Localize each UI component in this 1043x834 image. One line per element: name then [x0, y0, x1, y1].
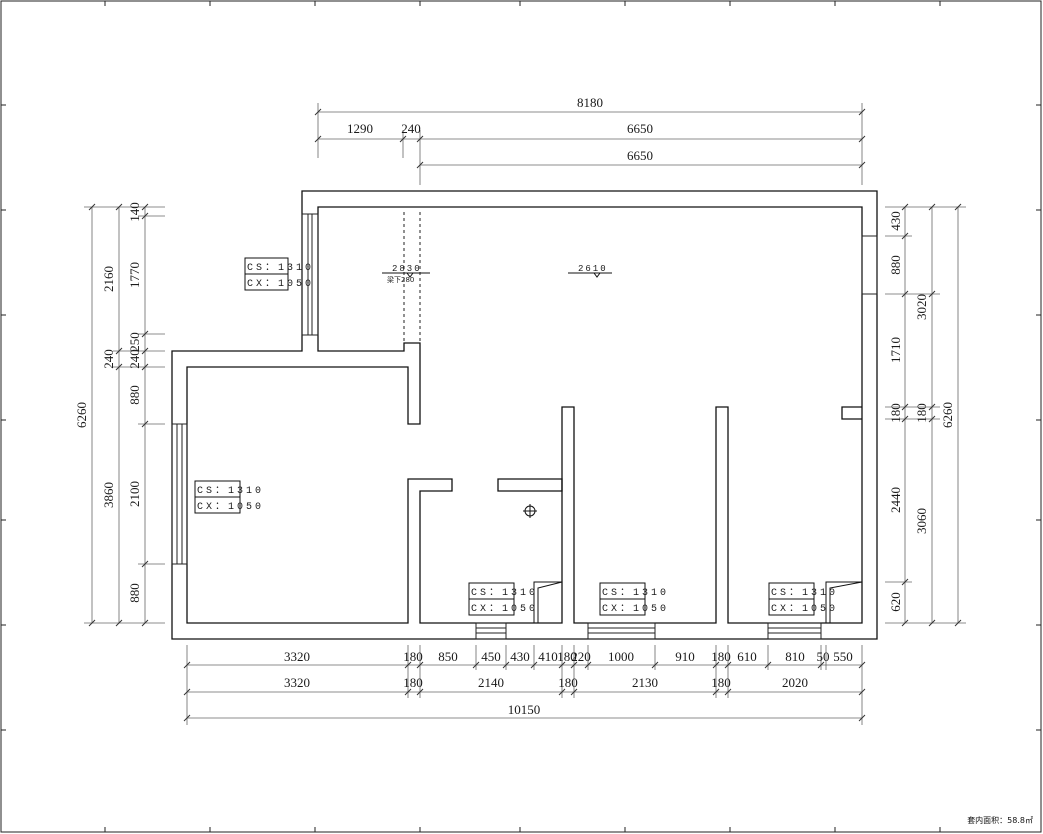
- level-mark-a: 2830 梁下280: [382, 264, 430, 284]
- window-bottom-1: [475, 622, 507, 640]
- right-dimensions: 430 880 1710 180 2440 620 3020 180 3060 …: [885, 203, 966, 627]
- bottom-dim-r1-14: 550: [833, 649, 853, 664]
- beam-lines: [403, 212, 421, 343]
- left-dim-inner-6: 880: [127, 583, 142, 603]
- window-bottom-2: [587, 622, 656, 640]
- shaft-marks: [533, 581, 863, 623]
- bottom-dim-r1-9: 910: [675, 649, 695, 664]
- window-tag-3-cs: CS：1310: [471, 588, 538, 599]
- bottom-dim-overall: 10150: [508, 702, 541, 717]
- bottom-dim-r1-8: 1000: [608, 649, 634, 664]
- area-label: 套内面积：58.8㎡: [967, 816, 1033, 825]
- right-dim-inner-1: 880: [888, 255, 903, 275]
- bottom-dim-r2-0: 3320: [284, 675, 310, 690]
- bottom-dim-r1-1: 180: [403, 649, 423, 664]
- left-dim-inner-4: 880: [127, 385, 142, 405]
- bottom-dim-r2-6: 2020: [782, 675, 808, 690]
- right-dim-inner-5: 620: [888, 592, 903, 612]
- window-tag-2-cx: CX：1050: [197, 502, 264, 513]
- bottom-dim-r1-4: 430: [510, 649, 530, 664]
- bottom-dim-r1-5: 410: [538, 649, 558, 664]
- bottom-dim-r2-2: 2140: [478, 675, 504, 690]
- outer-wall: [171, 190, 878, 640]
- bottom-dim-r1-11: 610: [737, 649, 757, 664]
- left-dim-inner-3: 240: [127, 349, 142, 369]
- right-wall-notch: [841, 406, 862, 420]
- level-mark-a-value: 2830: [392, 264, 422, 274]
- window-tag-5-cx: CX：1050: [771, 604, 838, 615]
- top-dim-seg1: 1290: [347, 121, 373, 136]
- right-dim-inner-3: 180: [888, 403, 903, 423]
- left-dim-inner-1: 1770: [127, 262, 142, 288]
- bottom-dim-r1-0: 3320: [284, 649, 310, 664]
- window-tag-3: CS：1310 CX：1050: [468, 582, 538, 616]
- windows: [171, 213, 822, 640]
- left-dimensions: 6260 2160 240 3860 140 1770 250 240 880 …: [74, 202, 165, 627]
- bottom-dim-r2-4: 2130: [632, 675, 658, 690]
- top-dim-seg2: 240: [401, 121, 421, 136]
- window-tag-4: CS：1310 CX：1050: [599, 582, 669, 616]
- left-dim-inner-0: 140: [127, 202, 142, 222]
- left-dim-inner-2: 250: [127, 332, 142, 352]
- window-tag-4-cs: CS：1310: [602, 588, 669, 599]
- inner-wall-upper: [186, 206, 863, 624]
- window-right: [861, 235, 878, 295]
- left-dim-inner-5: 2100: [127, 481, 142, 507]
- level-mark-a-sub: 梁下280: [387, 275, 414, 284]
- top-dim-overall: 8180: [577, 95, 603, 110]
- left-dim-overall: 6260: [74, 402, 89, 428]
- window-tag-4-cx: CX：1050: [602, 604, 669, 615]
- bottom-dim-r1-6: 180: [557, 649, 577, 664]
- left-dim-mid: 240: [101, 349, 116, 369]
- bottom-dimensions: 3320 180 850 450 430 410 180 220 1000 91…: [183, 645, 866, 725]
- window-tag-3-cx: CX：1050: [471, 604, 538, 615]
- window-tag-1-cx: CX：1050: [247, 279, 314, 290]
- top-dimensions: 8180 1290 240 6650 6650: [314, 95, 866, 185]
- bottom-dim-r2-3: 180: [558, 675, 578, 690]
- right-dim-upper: 3020: [914, 294, 929, 320]
- window-tag-5: CS：1310 CX：1050: [768, 582, 838, 616]
- window-living: [171, 423, 188, 565]
- bottom-dim-r1-7: 220: [571, 649, 591, 664]
- right-dim-lower: 3060: [914, 508, 929, 534]
- right-dim-mid: 180: [914, 403, 929, 423]
- partition-stub: [497, 478, 563, 492]
- bottom-dim-r1-2: 850: [438, 649, 458, 664]
- window-tag-2: CS：1310 CX：1050: [194, 480, 264, 514]
- bottom-dim-r1-3: 450: [481, 649, 501, 664]
- bottom-dim-r2-5: 180: [711, 675, 731, 690]
- bottom-dim-r1-12: 810: [785, 649, 805, 664]
- window-tag-1: CS：1310 CX：1050: [244, 257, 314, 291]
- right-dim-inner-2: 1710: [888, 337, 903, 363]
- window-tag-5-cs: CS：1310: [771, 588, 838, 599]
- right-dim-overall: 6260: [940, 402, 955, 428]
- left-dim-upper: 2160: [101, 266, 116, 292]
- window-tag-1-cs: CS：1310: [247, 263, 314, 274]
- right-dim-inner-4: 2440: [888, 487, 903, 513]
- window-bottom-3: [767, 622, 822, 640]
- window-tag-2-cs: CS：1310: [197, 486, 264, 497]
- top-dim-row3: 6650: [627, 148, 653, 163]
- level-mark-b: 2610: [568, 264, 612, 278]
- window-balcony: [301, 213, 319, 336]
- level-mark-b-value: 2610: [578, 264, 608, 274]
- floor-drain-icon: [523, 504, 537, 518]
- bottom-dim-r2-1: 180: [403, 675, 423, 690]
- bottom-dim-r1-10: 180: [711, 649, 731, 664]
- walls: [171, 190, 878, 640]
- bottom-dim-r1-13: 50: [817, 649, 830, 664]
- right-dim-inner-0: 430: [888, 211, 903, 231]
- left-dim-lower: 3860: [101, 482, 116, 508]
- top-dim-seg3: 6650: [627, 121, 653, 136]
